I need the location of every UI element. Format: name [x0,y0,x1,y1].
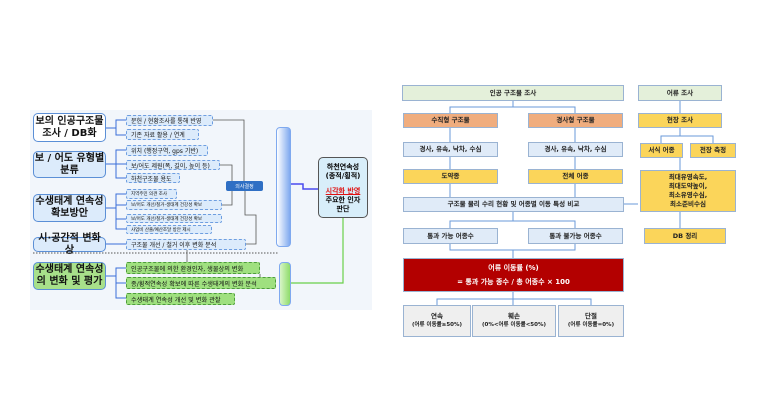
result-title: 훼손 [508,312,520,320]
result-sub: (어류 이동률=0%) [567,322,615,328]
result-line2: (종적/횡적) [325,172,361,180]
item-budget: 사업비 산출/예산조달 방안 제시 [126,225,212,234]
item-literature: 문헌 / 현황조사를 통해 반영 [126,115,213,126]
green-bracket-bar [279,262,291,306]
blue-bracket-bar [276,127,291,247]
structure-survey-box: 인공 구조물 조사 [402,85,624,101]
result-sub: (어류 이동률≥50%) [411,322,462,328]
slope-structure-box: 경사형 구조물 [528,113,623,128]
result-line1: 하천연속성 [326,163,360,171]
result-box: 하천연속성 (종적/횡적) 시각화 반영 주요한 인자 판단 [318,157,368,218]
all-species-box: 전체 어종 [528,169,623,184]
rate-title: 어류 이동률 (%) [488,264,539,272]
no-pass-box: 통과 불가능 어종수 [528,228,623,244]
result-sub: (0%<어류 이동률<50%) [482,322,546,328]
species-box: 서식 어종 [640,143,683,158]
result-damaged: 훼손 (0%<어류 이동률<50%) [472,305,556,337]
migration-rate-box: 어류 이동률 (%) = 통과 가능 종수 / 총 어종수 × 100 [403,258,624,292]
item-usage: 하천구조물 용도 [126,173,180,183]
pass-box: 통과 가능 어종수 [403,228,498,244]
fish-survey-box: 어류 조사 [638,85,722,101]
green-item-observation: 수생태계 연속성 개선 및 변화 관찰 [126,293,235,305]
green-item-env-change: 인공구조물에 의한 환경인자, 생물상의 변화 [126,262,260,274]
result-continuous: 연속 (어류 이동률≥50%) [403,305,471,337]
item-change-analysis: 구조물 개선 / 철거 이후 변화 분석 [126,239,246,250]
item-location: 위치 (행정구역, gps 기반) [126,145,208,156]
jump-species-box: 도약종 [403,169,498,184]
item-dimensions: 보/어도 제원(폭, 길이, 높이 등) [126,160,220,170]
category-spatiotemporal-change: 시·공간적 변화상 [33,233,106,256]
item-ecosystem-health-1: 보/어도 개선/철거-생태계 건강성 확보 [126,200,222,210]
item-resident-survey: 지역주민 의견 조사 [126,189,177,199]
category-continuity-evaluation: 수생태계 연속성의 변화 및 평가 [33,262,106,290]
db-box: DB 정리 [644,228,726,244]
length-box: 전장 측정 [690,143,736,158]
green-item-ecosystem-analysis: 종/횡적연속성 확보에 따른 수생태계의 변화 분석 [126,277,276,289]
result-title: 단절 [585,312,597,320]
result-line3: 주요한 인자 [325,196,361,204]
field-survey-box: 현장 조사 [638,113,722,128]
item-ecosystem-health-2: 보/어도 개선/철거-생태계 건강성 확보 [126,214,222,223]
compare-box: 구조물 물리 수리 현황 및 어종별 이동 특성 비교 [403,197,624,212]
metric: 최소유영수심, [668,191,708,199]
result-disconnected: 단절 (어류 이동률=0%) [558,305,624,337]
metrics-box: 최대유영속도, 최대도약높이, 최소유영수심, 최소준비수심 [640,170,736,212]
result-title: 연속 [431,312,443,320]
metric: 최대유영속도, [668,173,708,181]
metric: 최소준비수심 [670,200,706,208]
vertical-structure-box: 수직형 구조물 [403,113,498,128]
metric: 최대도약높이, [668,182,708,190]
rate-formula: = 통과 가능 종수 / 총 어종수 × 100 [457,278,570,286]
result-highlight: 시각화 반영 [325,187,361,195]
params-left-box: 경사, 유속, 낙차, 수심 [403,142,498,157]
params-right-box: 경사, 유속, 낙차, 수심 [528,142,623,157]
category-continuity-plan: 수생태계 연속성 확보방안 [33,194,106,222]
result-line4: 판단 [336,205,350,213]
decision-box: 의사결정 [226,181,263,191]
category-type-classification: 보 / 어도 유형별 분류 [33,151,106,178]
item-existing-data: 기존 자료 활용 / 연계 [126,129,199,140]
category-structure-survey: 보의 인공구조물 조사 / DB화 [33,113,106,142]
